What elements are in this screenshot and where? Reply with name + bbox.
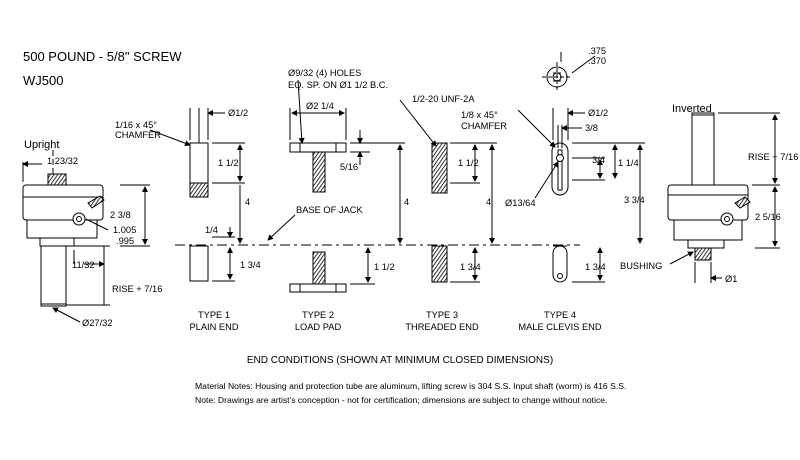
upright-label: Upright [24,139,59,151]
inverted-jack [667,112,751,261]
type2-top-len: 5/16 [340,162,358,172]
inverted-bushing: BUSHING [620,261,662,271]
type3-name: TYPE 3 [426,310,458,320]
type3-top-len: 1 1/2 [458,158,479,168]
type1-total: 4 [245,197,250,207]
type1-callout2: CHAMFER [115,130,161,140]
type4-dia: Ø1/2 [588,108,608,118]
type3-callout: 1/2-20 UNF-2A [412,94,475,104]
type4-hole: Ø13/64 [505,198,536,208]
upright-top-offset: 1 23/32 [47,156,78,166]
type3-threaded-end [399,99,448,283]
type4-lower: 1 3/4 [585,262,606,272]
inverted-rise: RISE + 7/16 [748,152,798,162]
type1-lower: 1 3/4 [240,260,261,270]
type4-slot: 3/8 [585,123,598,133]
type4-sub: MALE CLEVIS END [518,322,601,332]
upright-jack [22,150,105,307]
inverted-label: Inverted [672,103,712,115]
type3-total: 4 [486,197,491,207]
disclaimer-note: Note: Drawings are artist's conception -… [195,395,608,405]
material-notes: Material Notes: Housing and protection t… [195,381,627,391]
type4-callout2: CHAMFER [461,121,507,131]
type4-callout: 1/8 x 45° [461,110,498,120]
type3-sub: THREADED END [405,322,479,332]
type4-name: TYPE 4 [544,310,576,320]
type1-sub: PLAIN END [189,322,238,332]
type2-name: TYPE 2 [302,310,334,320]
type2-dia: Ø2 1/4 [306,101,334,111]
end-conditions-caption: END CONDITIONS (SHOWN AT MINIMUM CLOSED … [246,355,554,366]
type4-total: 3 3/4 [624,195,645,205]
type1-lower-small: 1/4 [205,225,218,235]
upright-base-offset: 11/32 [72,260,95,270]
type4-male-clevis [517,62,572,283]
drawing-title: 500 POUND - 5/8" SCREW [23,49,182,64]
type4-pin-h: 3/4 [592,155,605,165]
upright-shaft-lower: .995 [116,236,134,246]
type2-sub: LOAD PAD [295,322,342,332]
type1-plain-end [149,129,209,282]
type2-callout2: EQ. SP. ON Ø1 1/2 B.C. [288,80,388,90]
type2-lower: 1 1/2 [374,262,395,272]
type1-callout: 1/16 x 45° [115,120,157,130]
type4-dia-bot: .370 [588,56,606,66]
type2-total: 4 [404,197,409,207]
upright-height: 2 3/8 [110,210,131,220]
type3-lower: 1 3/4 [460,262,481,272]
upright-rise: RISE + 7/16 [112,284,162,294]
type2-callout: Ø9/32 (4) HOLES [288,68,361,78]
model-number: WJ500 [23,73,64,88]
type4-dia-top: .375 [588,46,606,56]
type1-name: TYPE 1 [198,310,230,320]
type2-load-pad [289,79,347,293]
base-leader [267,214,296,241]
base-of-jack-label: BASE OF JACK [296,205,363,215]
upright-tube-dia: Ø27/32 [82,318,113,328]
inverted-height: 2 5/16 [755,212,781,222]
inverted-dia: Ø1 [725,274,737,284]
type1-dia: Ø1/2 [228,108,248,118]
upright-shaft-upper: 1.005 [113,225,136,235]
type1-top-len: 1 1/2 [218,158,239,168]
type4-top-len: 1 1/4 [618,158,639,168]
